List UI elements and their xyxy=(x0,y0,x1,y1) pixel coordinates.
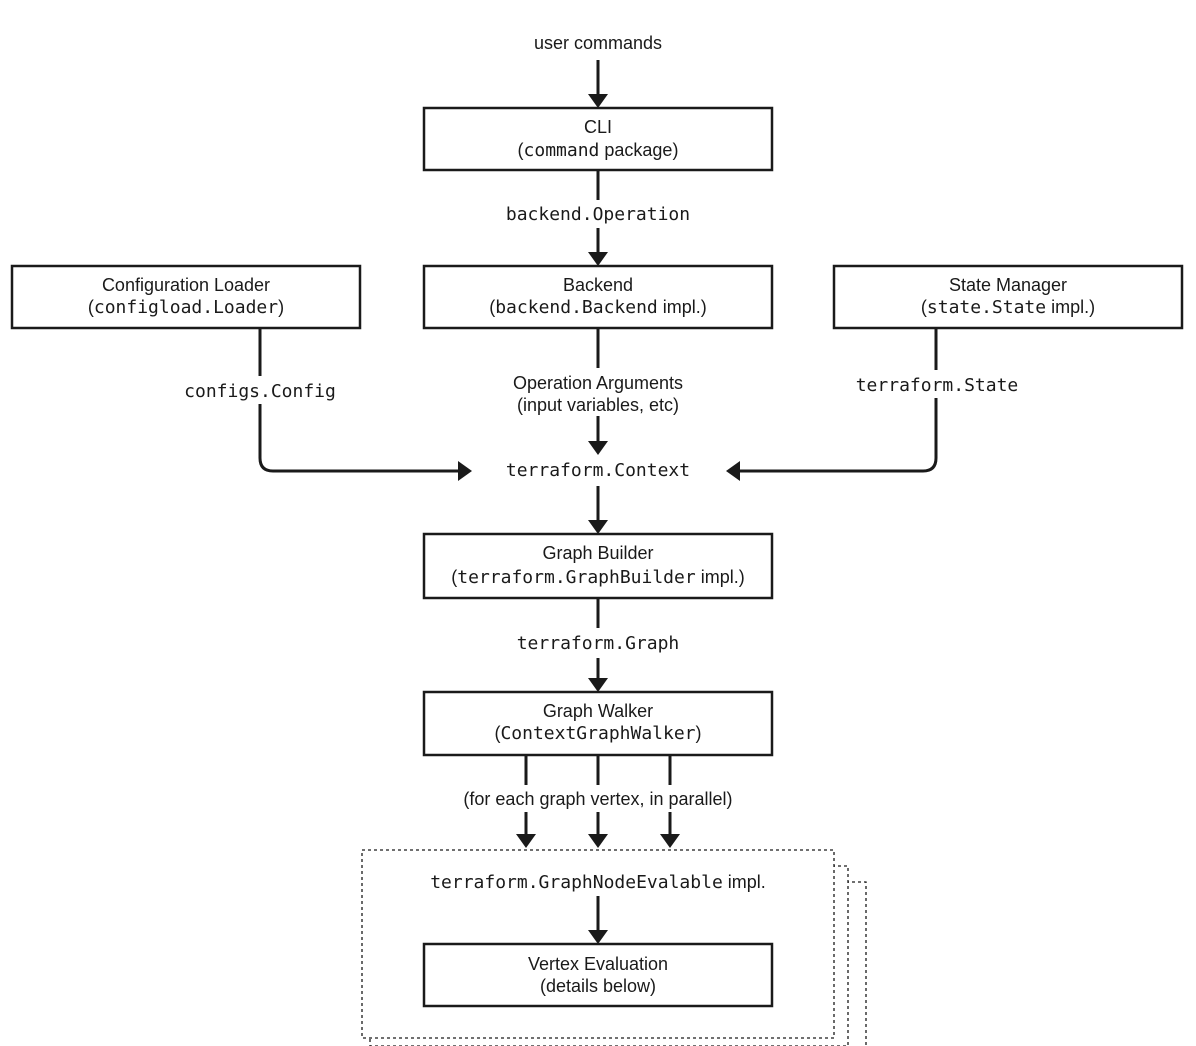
arrowhead-graph-builder xyxy=(588,520,608,534)
cli-subtitle: (command package) xyxy=(518,140,679,161)
backend-box xyxy=(422,264,774,330)
arrowhead-cli xyxy=(588,94,608,108)
operation-arguments-detail: (input variables, etc) xyxy=(517,395,679,415)
backend-subtitle: (backend.Backend impl.) xyxy=(489,297,707,318)
evalable-label: terraform.GraphNodeEvalable impl. xyxy=(430,872,766,893)
arrowhead-context-right xyxy=(726,461,740,481)
cli-title: CLI xyxy=(584,117,612,137)
operation-arguments-label: Operation Arguments xyxy=(513,373,683,393)
config-loader-title: Configuration Loader xyxy=(102,275,270,295)
edge-config-context xyxy=(258,328,460,473)
graph-walker-box xyxy=(422,690,774,757)
vertex-evaluation-subtitle: (details below) xyxy=(540,976,656,996)
graph-walker-title: Graph Walker xyxy=(543,701,653,721)
arrowhead-parallel-left xyxy=(516,834,536,848)
terraform-context-label: terraform.Context xyxy=(506,460,690,481)
user-commands-label: user commands xyxy=(534,33,662,53)
state-manager-title: State Manager xyxy=(949,275,1067,295)
arrowhead-backend xyxy=(588,252,608,266)
arrowhead-context-left xyxy=(458,461,472,481)
graph-builder-subtitle: (terraform.GraphBuilder impl.) xyxy=(451,567,744,588)
cli-box xyxy=(422,106,774,172)
arrowhead-parallel-right xyxy=(660,834,680,848)
arrowhead-vertex-eval xyxy=(588,930,608,944)
arrowhead-parallel-center xyxy=(588,834,608,848)
terraform-graph-label: terraform.Graph xyxy=(517,633,680,654)
backend-operation-label: backend.Operation xyxy=(506,204,690,225)
parallel-label: (for each graph vertex, in parallel) xyxy=(463,789,732,809)
graph-builder-title: Graph Builder xyxy=(542,543,653,563)
graph-builder-box xyxy=(422,532,774,600)
config-loader-subtitle: (configload.Loader) xyxy=(88,297,284,318)
arrowhead-graph-walker xyxy=(588,678,608,692)
state-manager-box xyxy=(832,264,1184,330)
configs-config-label: configs.Config xyxy=(184,381,336,402)
config-loader-box xyxy=(10,264,362,330)
backend-title: Backend xyxy=(563,275,633,295)
state-manager-subtitle: (state.State impl.) xyxy=(921,297,1095,318)
edge-state-context xyxy=(738,328,938,473)
arrowhead-context-down xyxy=(588,441,608,455)
vertex-evaluation-title: Vertex Evaluation xyxy=(528,954,668,974)
graph-walker-subtitle: (ContextGraphWalker) xyxy=(494,723,701,744)
terraform-state-label: terraform.State xyxy=(856,375,1019,396)
vertex-evaluation-box xyxy=(422,942,774,1008)
